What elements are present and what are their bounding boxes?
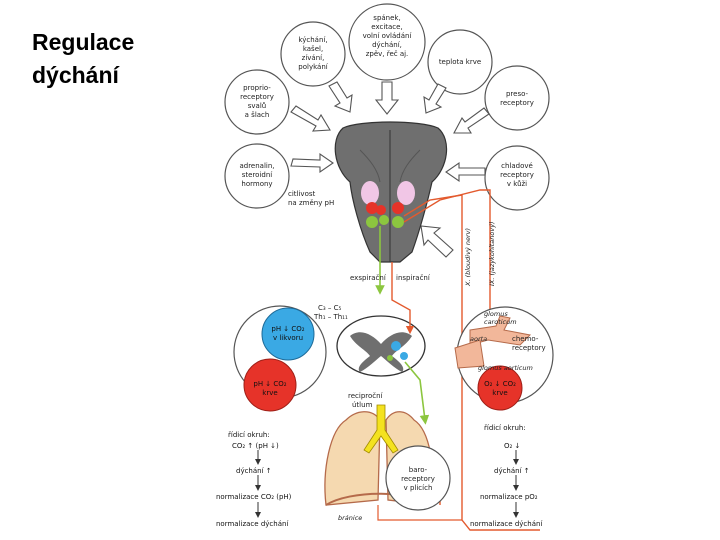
voluntary-line-1: spánek,: [373, 14, 400, 22]
loop-arrows: [255, 450, 519, 518]
hormones-line-3: hormony: [241, 180, 272, 188]
expiratory-label: exspirační: [350, 274, 387, 282]
input-arrows: [290, 81, 490, 258]
left-loop-step-3: normalizace CO₂ (pH): [216, 493, 292, 501]
title-line-2: dýchání: [32, 62, 119, 88]
ph-liquor-line-2: v likvoru: [273, 334, 303, 342]
voluntary-line-3: volní ovládání: [363, 32, 413, 40]
proprio-line-3: svalů: [248, 102, 266, 110]
circle-o2-blood: [477, 365, 523, 411]
baro-line-2: receptory: [401, 475, 435, 483]
ph-sensitivity-line-1: citlivost: [288, 190, 316, 198]
ph-blood-line-2: krve: [262, 389, 277, 397]
right-loop-heading: řídicí okruh:: [484, 424, 526, 432]
circle-voluntary: [348, 3, 426, 81]
circle-hormones: [224, 143, 290, 209]
glomus-aorticum-label: glomus aorticum: [478, 364, 533, 372]
ph-sensitivity-line-2: na změny pH: [288, 199, 334, 207]
left-loop-step-2: dýchání ↑: [236, 467, 272, 475]
circle-baroreceptors: [385, 445, 451, 511]
reciprocal-line-2: útlum: [352, 401, 373, 409]
ph-liquor-line-1: pH ↓ CO₂: [271, 325, 304, 333]
voluntary-line-4: dýchání,: [372, 41, 402, 49]
hormones-line-1: adrenalin,: [239, 162, 274, 170]
spinal-th-label: Th₁ – Th₁₁: [313, 313, 348, 321]
aorta-label: aorta: [470, 335, 487, 343]
right-loop-step-1: O₂ ↓: [504, 442, 520, 450]
voluntary-line-5: zpěv, řeč aj.: [366, 50, 409, 58]
nerve-ix-label: IX. (jazykohltanový): [488, 221, 496, 286]
reflex-line-2: kašel,: [303, 45, 323, 53]
circle-reflexes: [280, 21, 346, 87]
spinal-c-label: C₃ – C₅: [318, 304, 342, 312]
proprio-line-1: proprio-: [243, 84, 271, 92]
temperature-label: teplota krve: [439, 58, 481, 66]
reciprocal-line-1: reciproční: [348, 392, 384, 400]
left-loop-heading: řídicí okruh:: [228, 431, 270, 439]
voluntary-line-2: excitace,: [371, 23, 402, 31]
diaphragm-label: bránice: [338, 514, 362, 522]
cold-line-1: chladové: [501, 162, 533, 170]
o2-blood-line-1: O₂ ↓ CO₂: [484, 380, 516, 388]
left-loop-step-4: normalizace dýchání: [216, 520, 289, 528]
chemoreceptors-line-1: chemo-: [512, 335, 539, 343]
left-loop-step-1: CO₂ ↑ (pH ↓): [232, 442, 279, 450]
o2-blood-line-2: krve: [492, 389, 507, 397]
proprio-line-4: a šlach: [245, 111, 270, 119]
ph-blood-line-1: pH ↓ CO₂: [253, 380, 286, 388]
inspiratory-label: inspirační: [396, 274, 431, 282]
baro-line-1: baro-: [409, 466, 428, 474]
hormones-line-2: steroidní: [242, 171, 274, 179]
circle-ph-blood: [243, 358, 297, 412]
chemoreceptors-line-2: receptory: [512, 344, 546, 352]
spinal-cord: [336, 315, 426, 377]
baro-line-3: v plicích: [404, 484, 433, 492]
proprio-line-2: receptory: [240, 93, 274, 101]
brainstem: [334, 121, 448, 263]
cold-line-3: v kůži: [507, 180, 527, 188]
circle-ph-liquor: [261, 307, 315, 361]
presso-line-1: preso-: [506, 90, 529, 98]
right-loop-step-2: dýchání ↑: [494, 467, 530, 475]
presso-line-2: receptory: [500, 99, 534, 107]
circle-cold-receptors: [484, 145, 550, 211]
text-layer: spánek, excitace, volní ovládání dýchání…: [216, 14, 546, 528]
cold-line-2: receptory: [500, 171, 534, 179]
reflex-line-4: polykání: [298, 63, 328, 71]
right-loop-step-4: normalizace dýchání: [470, 520, 543, 528]
circle-proprioceptors: [224, 69, 290, 135]
circle-temperature: [427, 29, 493, 95]
circle-pressoreceptors: [484, 65, 550, 131]
nerve-x-label: X. (bloudivý nerv): [464, 228, 472, 287]
reflex-line-3: zívání,: [302, 54, 325, 62]
glomus-caroticum-line-1: glomus: [484, 310, 508, 318]
reflex-line-1: kýchání,: [298, 36, 327, 44]
right-loop-step-3: normalizace pO₂: [480, 493, 538, 501]
glomus-caroticum-line-2: caroticum: [484, 318, 517, 326]
slide-title: Regulace dýchání: [32, 26, 192, 92]
title-line-1: Regulace: [32, 29, 135, 55]
